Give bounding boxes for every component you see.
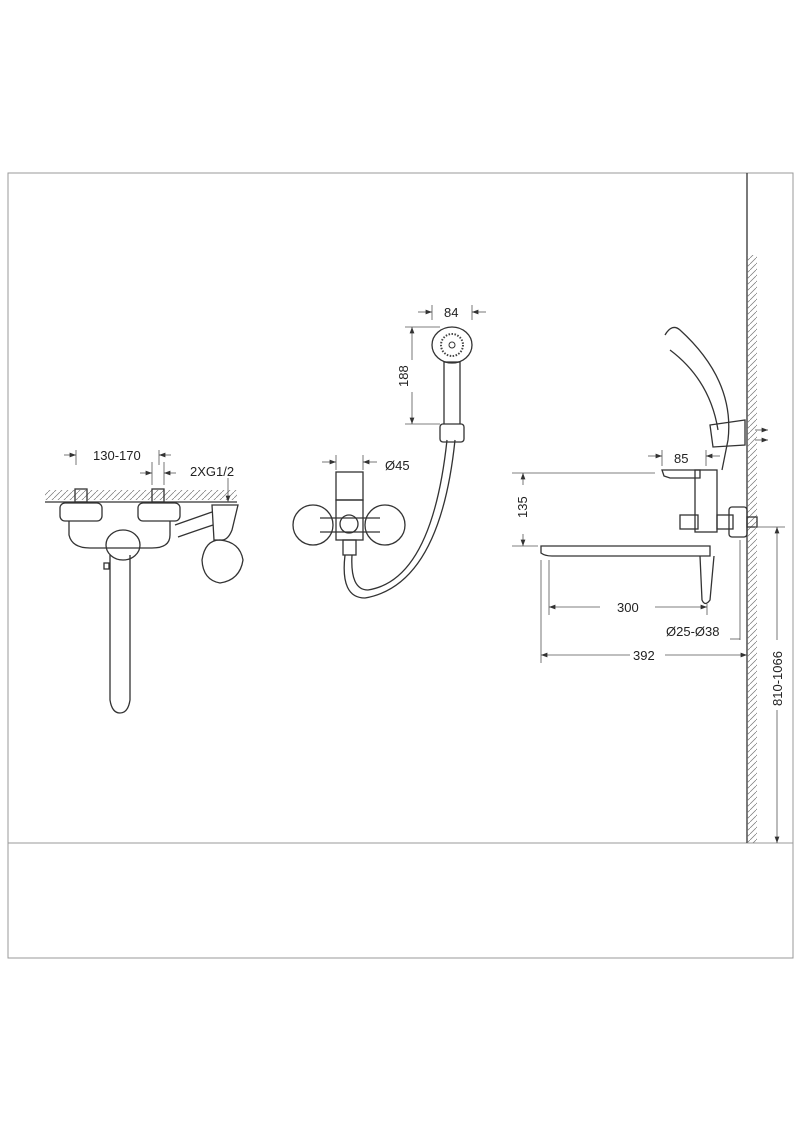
mixer-cartridge [335, 471, 364, 501]
hose-connector [439, 423, 465, 443]
hand-shower-front [201, 539, 244, 584]
dim-shower-width: 84 [444, 305, 458, 320]
dim-spout-reach: 300 [617, 600, 639, 615]
side-view-mixer [292, 305, 486, 599]
dim-escutcheon-diameter: Ø25-Ø38 [666, 624, 719, 639]
lever [105, 529, 141, 561]
eccentric-left [292, 504, 334, 546]
wall-hatch [747, 255, 757, 843]
hose [174, 511, 214, 538]
eccentric-right [137, 502, 181, 522]
mixer-body [68, 521, 171, 549]
spout [540, 545, 711, 557]
dim-connection-spacing: 130-170 [93, 448, 141, 463]
profile-view-mixer [512, 173, 785, 843]
mixer-body-profile [694, 469, 718, 533]
shower-head [431, 326, 473, 364]
dim-total-projection: 392 [633, 648, 655, 663]
dim-lever-height: 135 [515, 496, 530, 518]
dim-mounting-height: 810-1066 [770, 651, 785, 706]
shower-handle [443, 361, 461, 424]
dim-lever-depth: 85 [674, 451, 688, 466]
spout-front [109, 555, 131, 714]
lever-profile [661, 469, 701, 479]
eccentric-profile [728, 506, 748, 538]
front-view-mixer [45, 450, 244, 714]
wall-hatch [45, 490, 237, 500]
diverter [339, 514, 359, 534]
eccentric-right [364, 504, 406, 546]
dim-connection-thread: 2XG1/2 [190, 464, 234, 479]
eccentric-left [59, 502, 103, 522]
shower-holder [211, 504, 239, 541]
dim-body-diameter: Ø45 [385, 458, 410, 473]
hand-shower-profile [664, 326, 730, 471]
shower-hose [343, 439, 456, 599]
shower-holder-profile [709, 419, 746, 448]
dim-shower-length: 188 [396, 365, 411, 387]
drawing-frame [7, 172, 794, 959]
